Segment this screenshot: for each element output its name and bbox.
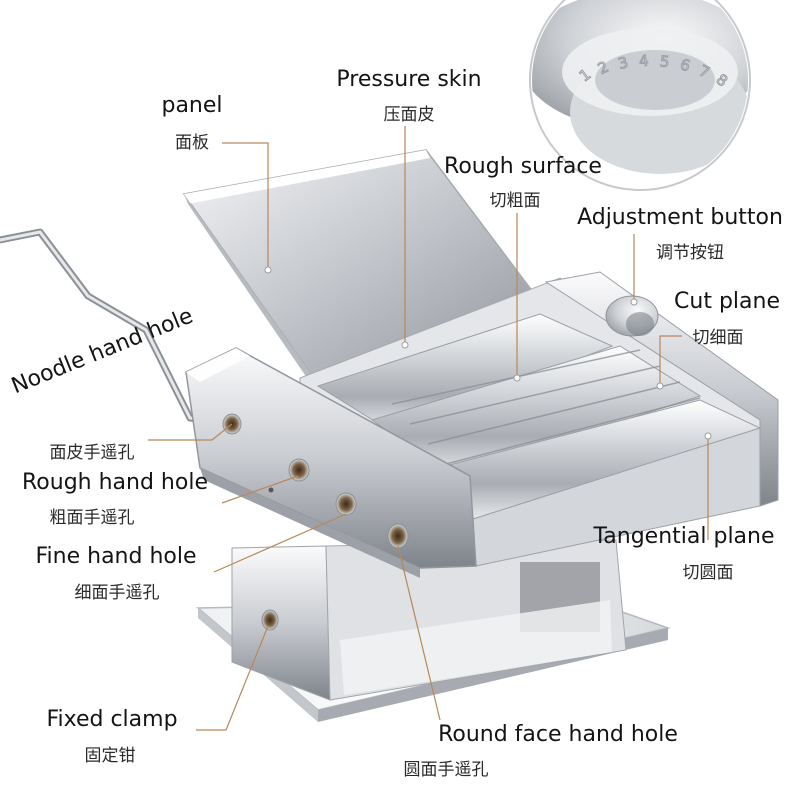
label-cut-plane-zh: 切细面	[692, 328, 744, 348]
front-side-plate	[185, 347, 477, 578]
label-pressure-skin-en: Pressure skin	[336, 67, 482, 92]
label-fine-hand-hole-zh: 细面手遥孔	[74, 583, 160, 603]
label-round-face-hand-hole-en: Round face hand hole	[438, 722, 678, 747]
label-fixed-clamp-zh: 固定钳	[84, 746, 136, 766]
leader-lines	[148, 126, 709, 731]
adjustment-knob	[605, 295, 659, 337]
dial-number: 5	[659, 52, 670, 71]
leader-fine-hand-hole	[213, 513, 347, 573]
round-face-hand-hole-marker	[387, 523, 409, 549]
clamp-hole-marker	[261, 609, 279, 631]
label-fine-hand-hole-en: Fine hand hole	[35, 544, 197, 569]
leader-noodle-hand-hole	[148, 423, 233, 441]
label-tangential-plane-en: Tangential plane	[593, 524, 775, 549]
label-round-face-hand-hole-zh: 圆面手遥孔	[403, 760, 489, 780]
label-rough-hand-hole-en: Rough hand hole	[22, 470, 208, 495]
leader-panel	[222, 142, 269, 270]
label-tangential-plane-zh: 切圆面	[682, 563, 734, 583]
clamp-body	[231, 539, 627, 701]
label-rough-hand-hole-zh: 粗面手遥孔	[49, 508, 135, 528]
label-pressure-skin-zh: 压面皮	[383, 105, 435, 125]
label-rough-surface-zh: 切粗面	[489, 191, 541, 211]
leader-cut-plane	[659, 335, 682, 384]
label-adjustment-button-zh: 调节按钮	[656, 243, 724, 263]
label-panel-en: panel	[161, 93, 223, 118]
small-screw	[268, 487, 274, 493]
label-cut-plane-en: Cut plane	[674, 289, 780, 314]
leader-fixed-clamp	[196, 625, 269, 731]
label-fixed-clamp-en: Fixed clamp	[46, 707, 178, 732]
label-rough-surface-en: Rough surface	[444, 154, 602, 179]
leader-rough-hand-hole	[221, 475, 299, 504]
leader-round-face-hand-hole	[397, 545, 441, 721]
fine-hand-hole-marker	[335, 492, 357, 516]
leader-dots	[264, 266, 712, 440]
label-adjustment-button-en: Adjustment button	[577, 205, 783, 230]
dial-number: 4	[638, 52, 649, 71]
label-panel-zh: 面板	[175, 133, 209, 153]
label-noodle-hand-hole-zh: 面皮手遥孔	[49, 443, 135, 463]
rough-hand-hole-marker	[288, 458, 310, 482]
